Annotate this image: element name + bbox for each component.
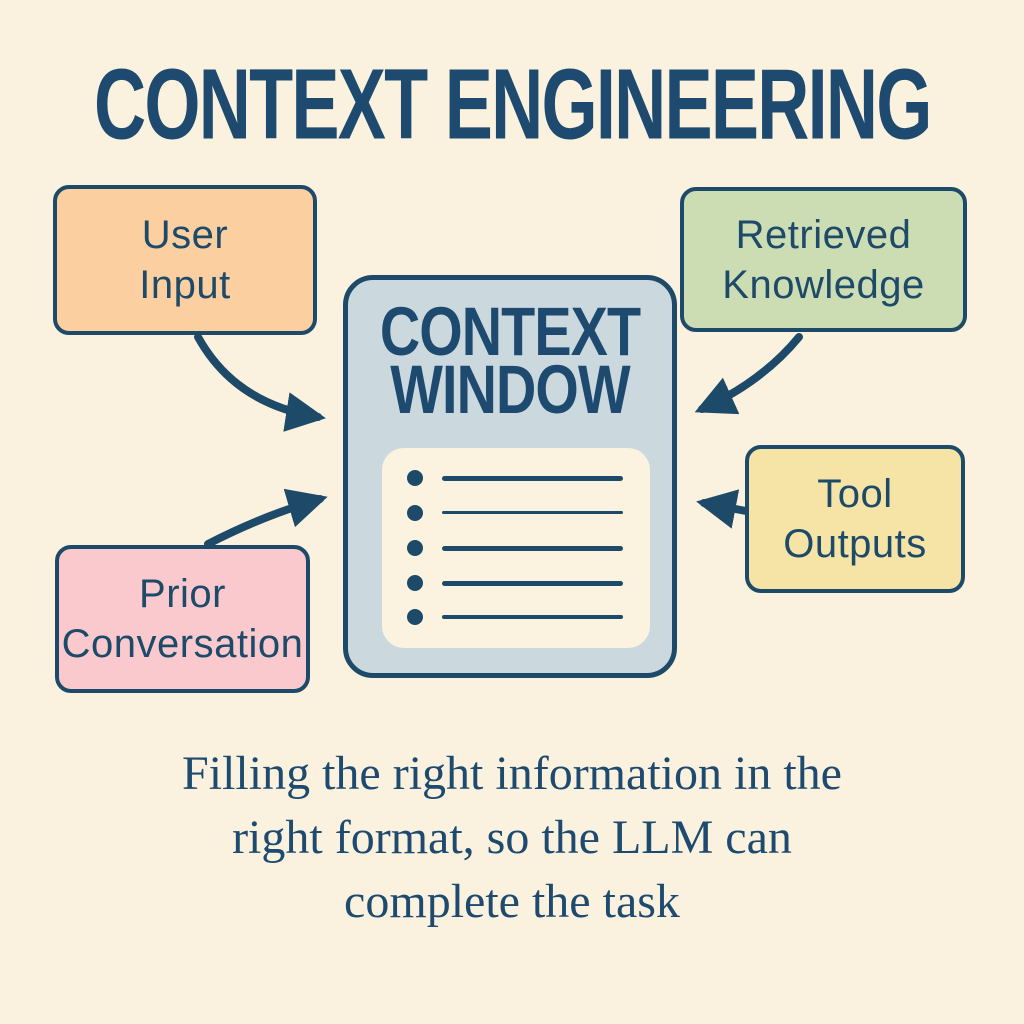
bullet-dot-icon — [407, 505, 423, 521]
tool-outputs-label-line1: Tool — [817, 472, 893, 516]
bullet-dot-icon — [407, 470, 423, 486]
prior-conversation-label-line2: Conversation — [61, 622, 304, 666]
context-window-title-line2: WINDOW — [390, 352, 630, 429]
bullet-line — [442, 476, 623, 481]
arrow-prior-conversation-to-context-window — [204, 488, 328, 548]
box-retrieved-knowledge: Retrieved Knowledge — [680, 187, 967, 332]
user-input-label-line2: Input — [139, 263, 231, 307]
page-title-text: CONTEXT ENGINEERING — [93, 49, 932, 161]
box-user-input: User Input — [53, 185, 317, 335]
page-title: CONTEXT ENGINEERING — [0, 48, 1024, 160]
bullet-line — [442, 511, 623, 514]
box-tool-outputs: Tool Outputs — [745, 445, 965, 593]
context-window-title-line1: CONTEXT — [379, 294, 641, 371]
caption-line1: Filling the right information in the — [182, 747, 842, 800]
tool-outputs-label-line2: Outputs — [783, 522, 927, 566]
context-window-title: CONTEXT WINDOW — [348, 294, 672, 429]
caption-line2: right format, so the LLM can — [232, 811, 792, 864]
retrieved-knowledge-label-line1: Retrieved — [735, 212, 912, 257]
caption: Filling the right information in the rig… — [0, 742, 1024, 934]
arrow-user-input-to-context-window — [194, 333, 326, 432]
arrow-retrieved-knowledge-to-context-window — [694, 333, 803, 415]
box-prior-conversation: Prior Conversation — [55, 545, 310, 693]
caption-line3: complete the task — [344, 875, 680, 928]
bullet-line — [442, 615, 623, 619]
bullet-dot-icon — [407, 575, 423, 591]
box-context-window: CONTEXT WINDOW — [343, 275, 677, 678]
context-items-panel — [382, 448, 650, 648]
prior-conversation-label-line1: Prior — [139, 572, 226, 616]
bullet-dot-icon — [407, 609, 423, 625]
user-input-label-line1: User — [141, 213, 229, 257]
retrieved-knowledge-label-line2: Knowledge — [722, 262, 925, 307]
bullet-line — [442, 546, 623, 551]
bullet-line — [442, 581, 623, 586]
bullet-dot-icon — [407, 540, 423, 556]
arrow-tool-outputs-to-context-window — [696, 489, 750, 529]
